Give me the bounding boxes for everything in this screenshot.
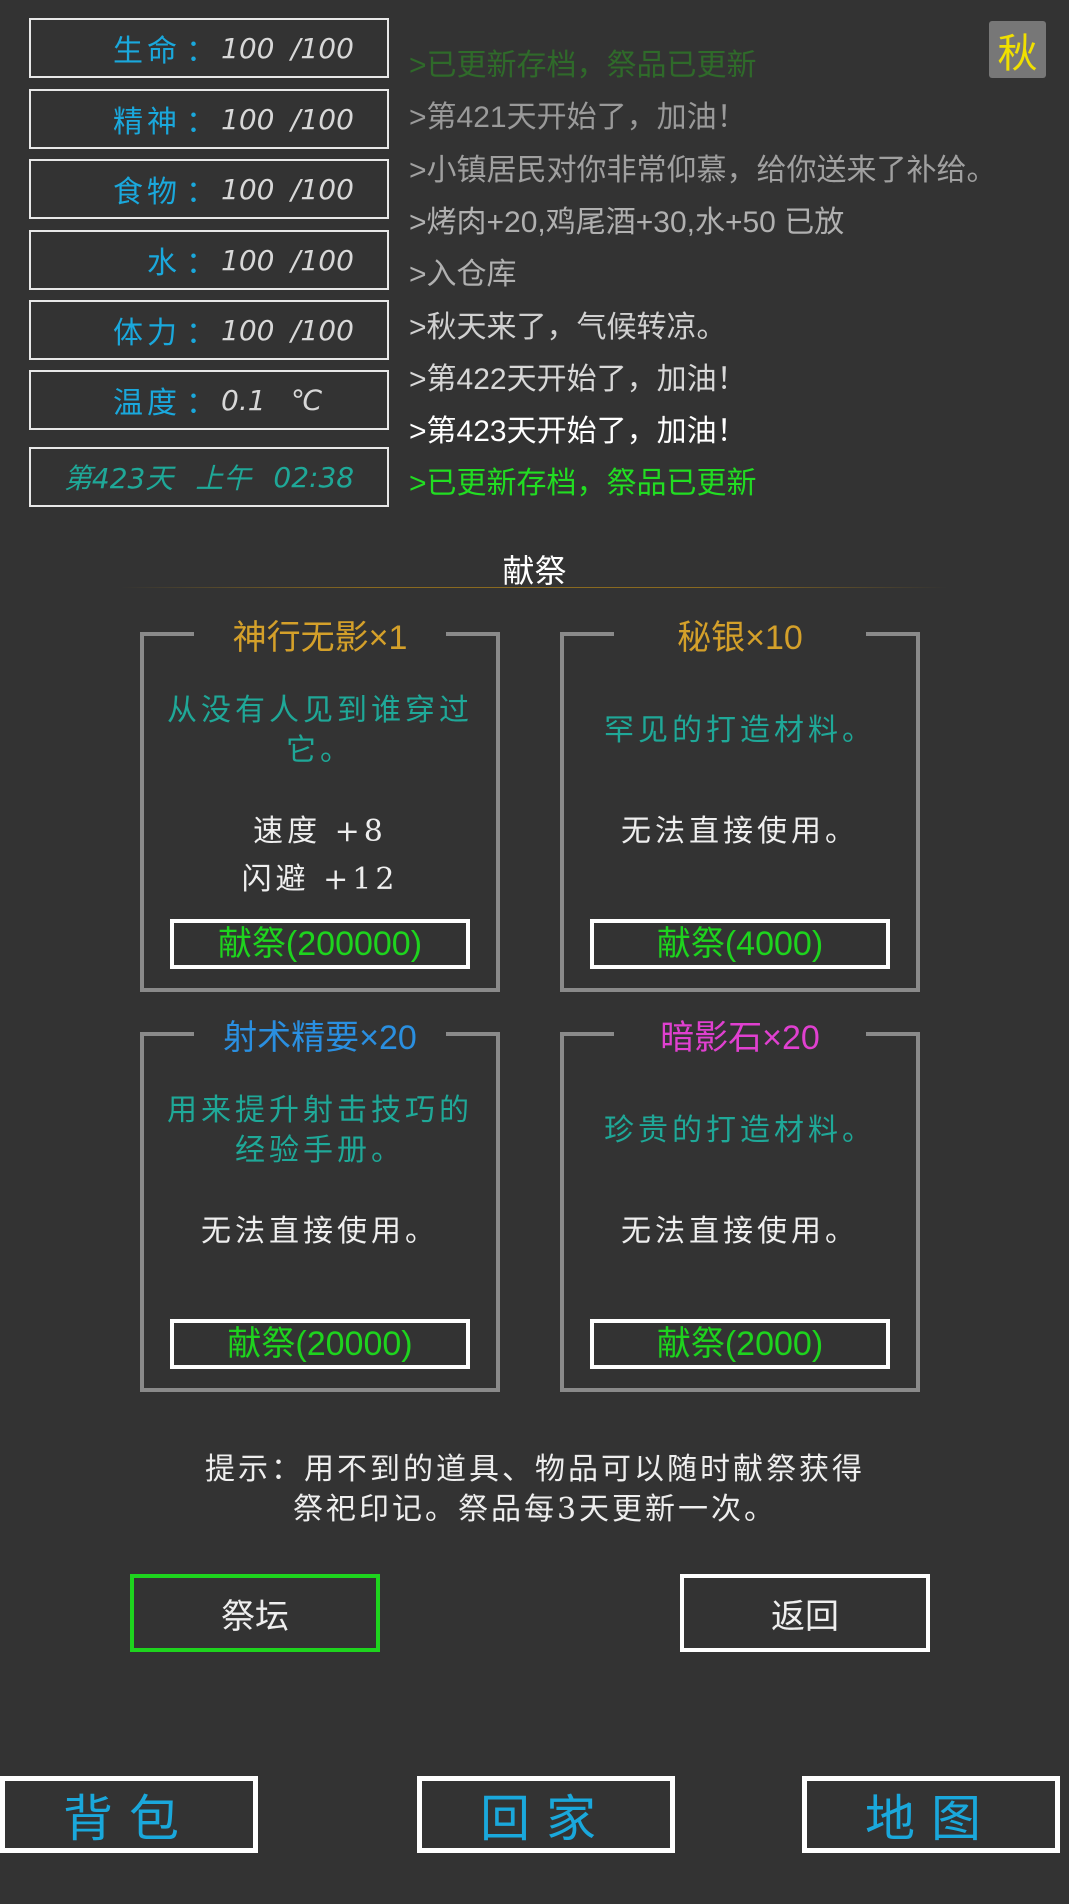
offer-button[interactable]: 献祭(20000) xyxy=(170,1319,470,1369)
stat-max: /100 xyxy=(291,172,354,206)
hint-text: 提示：用不到的道具、物品可以随时献祭获得祭祀印记。祭品每3天更新一次。 xyxy=(205,1452,865,1527)
stat-colon: ： xyxy=(186,34,216,69)
offering-effect: 闪避 +12 xyxy=(241,862,399,897)
stat-row: 水：100/100 xyxy=(29,230,389,290)
stat-value: 100 xyxy=(221,102,275,136)
day-label: 第423天 xyxy=(63,462,174,495)
offering-description: 珍贵的打造材料。 xyxy=(604,1113,876,1148)
stat-row: 体力：100/100 xyxy=(29,300,389,360)
stat-label: 生命 xyxy=(113,34,181,69)
log-line: >烤肉+20,鸡尾酒+30,水+50 已放 xyxy=(409,205,845,239)
altar-button[interactable]: 祭坛 xyxy=(130,1574,380,1652)
log-line: >第423天开始了，加油！ xyxy=(409,415,747,449)
log-line: >已更新存档，祭品已更新 xyxy=(409,467,757,501)
nav-bag-button[interactable]: 背包 xyxy=(0,1776,258,1853)
stat-label: 温度 xyxy=(113,386,181,421)
offering-title: 暗影石×20 xyxy=(614,1010,866,1059)
stat-value: 100 xyxy=(221,313,275,347)
offering-title: 秘银×10 xyxy=(614,610,866,659)
log-line: >入仓库 xyxy=(409,258,517,292)
stat-row: 食物：100/100 xyxy=(29,159,389,219)
stat-max: /100 xyxy=(291,313,354,347)
offer-button[interactable]: 献祭(4000) xyxy=(590,919,890,969)
log-line: >第422天开始了，加油！ xyxy=(409,362,747,396)
stat-value: 0.1 xyxy=(221,383,266,417)
offering-effect: 无法直接使用。 xyxy=(621,1214,859,1249)
log-line: >小镇居民对你非常仰慕，给你送来了补给。 xyxy=(409,153,997,187)
log-line: >第421天开始了，加油！ xyxy=(409,101,747,135)
offering-title: 神行无影×1 xyxy=(194,610,446,659)
stat-row: 精神：100/100 xyxy=(29,89,389,149)
section-divider xyxy=(121,587,947,588)
offer-button[interactable]: 献祭(200000) xyxy=(170,919,470,969)
stat-colon: ： xyxy=(186,246,216,281)
season-badge[interactable]: 秋 xyxy=(989,21,1046,78)
offering-card: 神行无影×1 从没有人见到谁穿过它。速度 +8 闪避 +12 献祭(200000) xyxy=(140,610,500,992)
stat-label: 食物 xyxy=(113,175,181,210)
nav-home-button[interactable]: 回家 xyxy=(417,1776,675,1853)
offering-title: 射术精要×20 xyxy=(194,1010,446,1059)
nav-map-button[interactable]: 地图 xyxy=(802,1776,1060,1853)
offering-description: 用来提升射击技巧的经验手册。 xyxy=(167,1093,473,1168)
stat-max: /100 xyxy=(291,102,354,136)
stat-value: 100 xyxy=(221,243,275,277)
offering-effect: 速度 +8 xyxy=(253,814,387,849)
date-time-box: 第423天 上午 02:38 xyxy=(29,447,389,507)
offering-effect: 无法直接使用。 xyxy=(201,1214,439,1249)
offering-description: 从没有人见到谁穿过它。 xyxy=(167,693,473,768)
stat-colon: ： xyxy=(186,316,216,351)
back-button[interactable]: 返回 xyxy=(680,1574,930,1652)
stat-colon: ： xyxy=(186,175,216,210)
stat-max: ℃ xyxy=(291,383,323,417)
section-title: 献祭 xyxy=(502,552,567,590)
offering-card: 秘银×10 罕见的打造材料。无法直接使用。献祭(4000) xyxy=(560,610,920,992)
offering-card: 射术精要×20 用来提升射击技巧的经验手册。无法直接使用。献祭(20000) xyxy=(140,1010,500,1392)
stat-value: 100 xyxy=(221,172,275,206)
stat-max: /100 xyxy=(291,31,354,65)
stat-label: 水 xyxy=(147,246,181,281)
offer-button[interactable]: 献祭(2000) xyxy=(590,1319,890,1369)
stat-row: 温度：0.1 ℃ xyxy=(29,370,389,430)
stat-row: 生命：100/100 xyxy=(29,18,389,78)
stat-max: /100 xyxy=(291,243,354,277)
offering-card: 暗影石×20 珍贵的打造材料。无法直接使用。献祭(2000) xyxy=(560,1010,920,1392)
period-label: 上午 xyxy=(195,462,252,495)
stat-colon: ： xyxy=(186,386,216,421)
stat-colon: ： xyxy=(186,105,216,140)
log-line: >已更新存档，祭品已更新 xyxy=(409,49,757,82)
stat-label: 体力 xyxy=(113,316,181,351)
offering-description: 罕见的打造材料。 xyxy=(604,713,876,748)
offering-effect: 无法直接使用。 xyxy=(621,814,859,849)
log-line: >秋天来了，气候转凉。 xyxy=(409,310,727,344)
stat-value: 100 xyxy=(221,31,275,65)
time-label: 02:38 xyxy=(273,460,355,494)
stat-label: 精神 xyxy=(113,105,181,140)
